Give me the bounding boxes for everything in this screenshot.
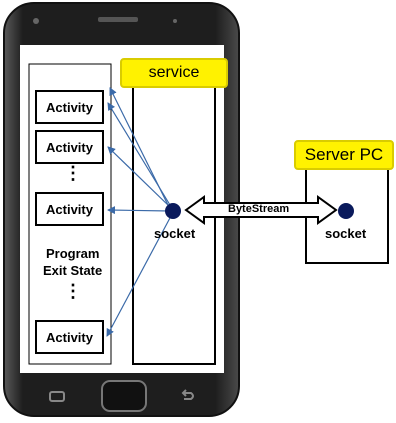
phone-socket-label: socket: [154, 226, 196, 241]
link-service-top: [109, 87, 169, 206]
service-label: service: [148, 64, 200, 81]
phone-socket-dot: [165, 203, 181, 219]
activity-label: Activity: [46, 139, 93, 155]
phone-sensor-icon: [173, 19, 177, 23]
server-tag: Server PC: [294, 140, 394, 170]
link-activity-3: [107, 206, 171, 215]
server-socket-dot: [338, 203, 354, 219]
bytestream-label: ByteStream: [228, 203, 290, 215]
phone-camera-icon: [33, 18, 39, 24]
activity-links: [106, 87, 172, 337]
activity-label: Activity: [46, 329, 93, 345]
server-socket-label: socket: [325, 226, 367, 241]
activity-box-2: Activity: [35, 130, 104, 164]
back-button-icon[interactable]: [181, 389, 194, 400]
activity-box-4: Activity: [35, 320, 104, 354]
program-exit-line2: Exit State: [43, 263, 103, 278]
home-button[interactable]: [101, 380, 147, 412]
program-exit-line1: Program: [46, 246, 100, 261]
activity-label: Activity: [46, 201, 93, 217]
ellipsis-2: ⋮: [64, 281, 82, 301]
ellipsis-1: ⋮: [64, 163, 82, 183]
activity-label: Activity: [46, 99, 93, 115]
bytestream-arrow: [184, 195, 338, 225]
phone-speaker: [98, 17, 138, 22]
activity-box-3: Activity: [35, 192, 104, 226]
menu-button-icon[interactable]: [49, 391, 65, 402]
server-label: Server PC: [304, 145, 384, 164]
activity-box-1: Activity: [35, 90, 104, 124]
service-tag: service: [120, 58, 228, 88]
link-activity-4: [106, 215, 172, 337]
link-activity-2: [107, 146, 171, 208]
